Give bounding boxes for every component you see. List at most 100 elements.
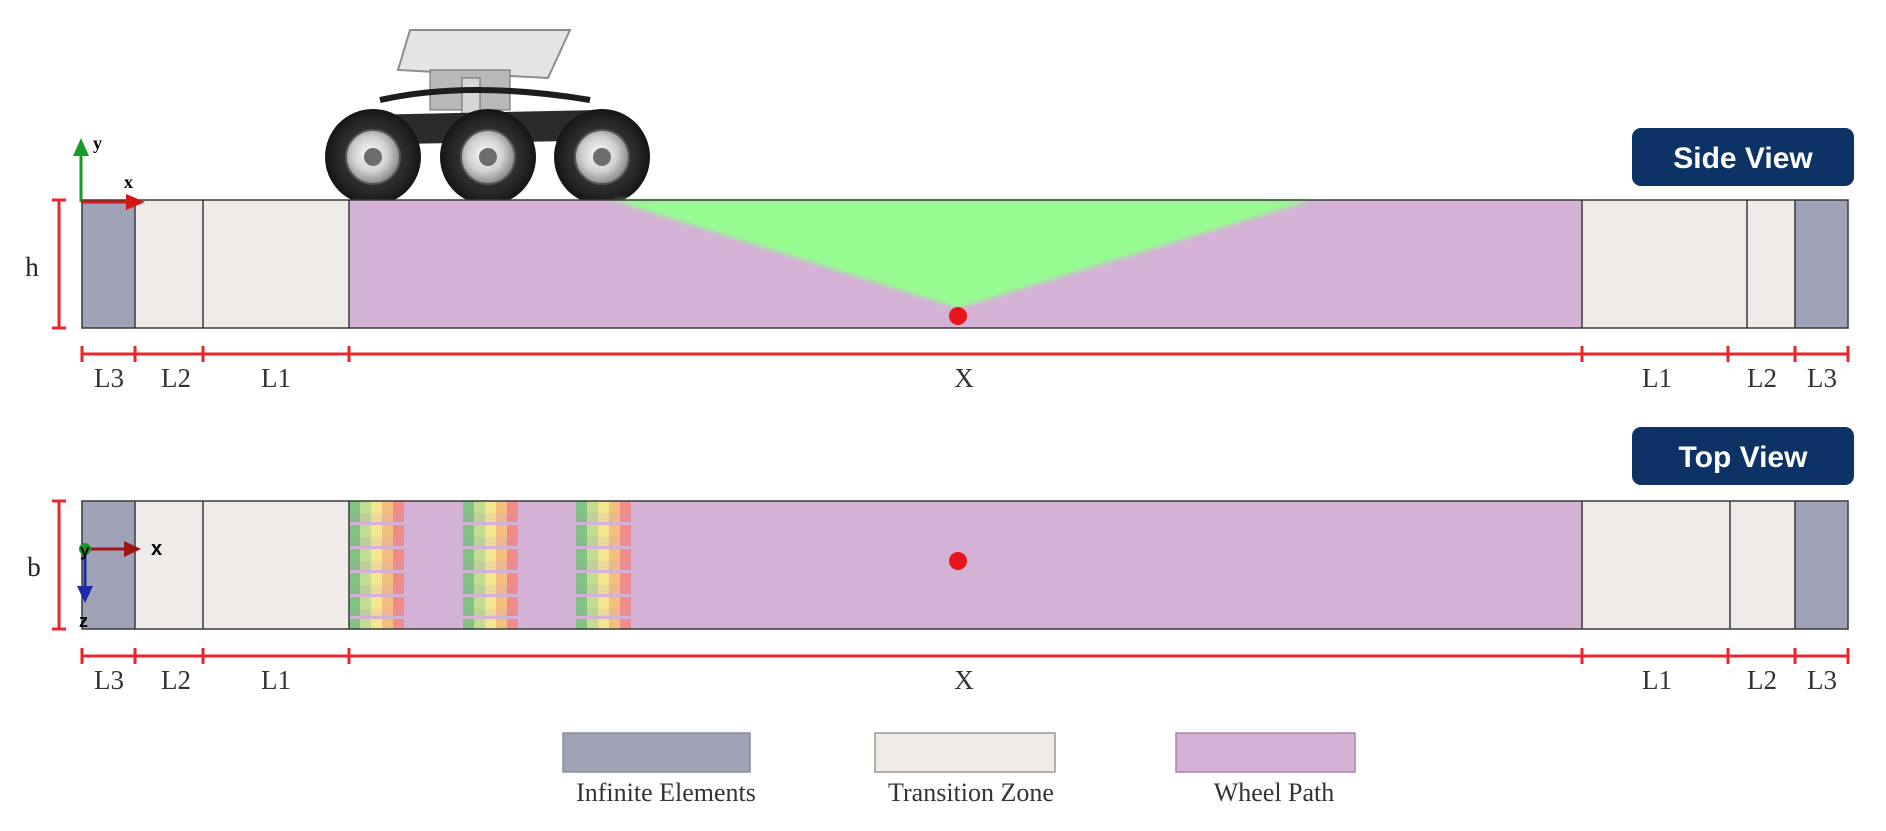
imprint-cell: [371, 561, 382, 570]
side-dimension-line: [80, 346, 1850, 362]
imprint-cell: [463, 597, 474, 609]
width-label: b: [27, 552, 41, 582]
imprint-cell: [393, 537, 404, 546]
infinite-element-zone: [82, 200, 135, 328]
imprint-cell: [587, 501, 598, 513]
imprint-cell: [349, 597, 360, 609]
landing-gear-icon: [325, 29, 650, 205]
legend-item-wheel-path: Wheel Path: [1175, 732, 1356, 807]
imprint-cell: [587, 513, 598, 522]
transition-zone: [203, 200, 349, 328]
imprint-cell: [620, 609, 631, 616]
imprint-cell: [576, 585, 587, 594]
imprint-cell: [609, 561, 620, 570]
dim-label: L3: [94, 665, 124, 695]
imprint-cell: [576, 561, 587, 570]
axis-label-y: y: [93, 133, 102, 153]
imprint-cell: [598, 549, 609, 561]
imprint-cell: [620, 537, 631, 546]
imprint-cell: [598, 585, 609, 594]
imprint-cell: [598, 619, 609, 629]
imprint-cell: [496, 525, 507, 537]
imprint-cell: [496, 537, 507, 546]
imprint-cell: [496, 619, 507, 629]
transition-zone: [1582, 200, 1747, 328]
top-axes: y x z: [77, 538, 162, 631]
imprint-cell: [496, 597, 507, 609]
imprint-cell: [474, 537, 485, 546]
imprint-cell: [609, 525, 620, 537]
imprint-cell: [463, 537, 474, 546]
legend: Infinite Elements Transition Zone Wheel …: [562, 732, 1356, 807]
tire: [554, 109, 650, 205]
imprint-cell: [576, 573, 587, 585]
imprint-cell: [393, 609, 404, 616]
transition-zone: [1582, 501, 1730, 629]
dim-label: L2: [1747, 363, 1777, 393]
transition-zone: [135, 200, 203, 328]
imprint-cell: [485, 597, 496, 609]
imprint-cell: [485, 585, 496, 594]
infinite-element-zone: [1795, 200, 1848, 328]
imprint-cell: [474, 619, 485, 629]
transition-zone: [203, 501, 349, 629]
imprint-cell: [474, 513, 485, 522]
imprint-cell: [485, 549, 496, 561]
imprint-cell: [609, 597, 620, 609]
top-view-badge: Top View: [1632, 427, 1854, 485]
infinite-element-zone: [82, 501, 135, 629]
imprint-cell: [463, 609, 474, 616]
imprint-cell: [576, 501, 587, 513]
imprint-cell: [360, 501, 371, 513]
axis-label-origin: y: [80, 541, 90, 560]
imprint-cell: [382, 525, 393, 537]
imprint-cell: [587, 597, 598, 609]
imprint-cell: [474, 573, 485, 585]
tire: [440, 109, 536, 205]
imprint-cell: [485, 561, 496, 570]
imprint-cell: [620, 619, 631, 629]
load-point: [949, 552, 967, 570]
imprint-cell: [507, 525, 518, 537]
imprint-cell: [382, 585, 393, 594]
imprint-cell: [576, 525, 587, 537]
imprint-cell: [496, 549, 507, 561]
imprint-cell: [360, 597, 371, 609]
imprint-cell: [620, 525, 631, 537]
imprint-cell: [463, 619, 474, 629]
dim-label: L3: [1807, 363, 1837, 393]
imprint-cell: [598, 525, 609, 537]
imprint-cell: [371, 513, 382, 522]
imprint-cell: [382, 609, 393, 616]
imprint-cell: [609, 573, 620, 585]
dim-label: L1: [261, 665, 291, 695]
legend-swatch: [562, 732, 751, 773]
imprint-cell: [463, 513, 474, 522]
imprint-cell: [496, 561, 507, 570]
imprint-cell: [496, 609, 507, 616]
imprint-cell: [393, 585, 404, 594]
imprint-cell: [609, 609, 620, 616]
side-view-badge: Side View: [1632, 128, 1854, 186]
infinite-element-zone: [1795, 501, 1848, 629]
imprint-cell: [360, 609, 371, 616]
imprint-cell: [371, 525, 382, 537]
imprint-cell: [360, 573, 371, 585]
imprint-cell: [463, 549, 474, 561]
imprint-cell: [598, 501, 609, 513]
tire: [325, 109, 421, 205]
imprint-cell: [393, 525, 404, 537]
legend-item-infinite-elements: Infinite Elements: [562, 732, 756, 807]
imprint-cell: [620, 597, 631, 609]
imprint-cell: [349, 513, 360, 522]
imprint-cell: [485, 525, 496, 537]
imprint-cell: [576, 619, 587, 629]
imprint-cell: [382, 597, 393, 609]
imprint-cell: [349, 619, 360, 629]
imprint-cell: [474, 597, 485, 609]
imprint-cell: [463, 585, 474, 594]
imprint-cell: [485, 513, 496, 522]
imprint-cell: [496, 513, 507, 522]
imprint-cell: [393, 561, 404, 570]
imprint-cell: [598, 597, 609, 609]
